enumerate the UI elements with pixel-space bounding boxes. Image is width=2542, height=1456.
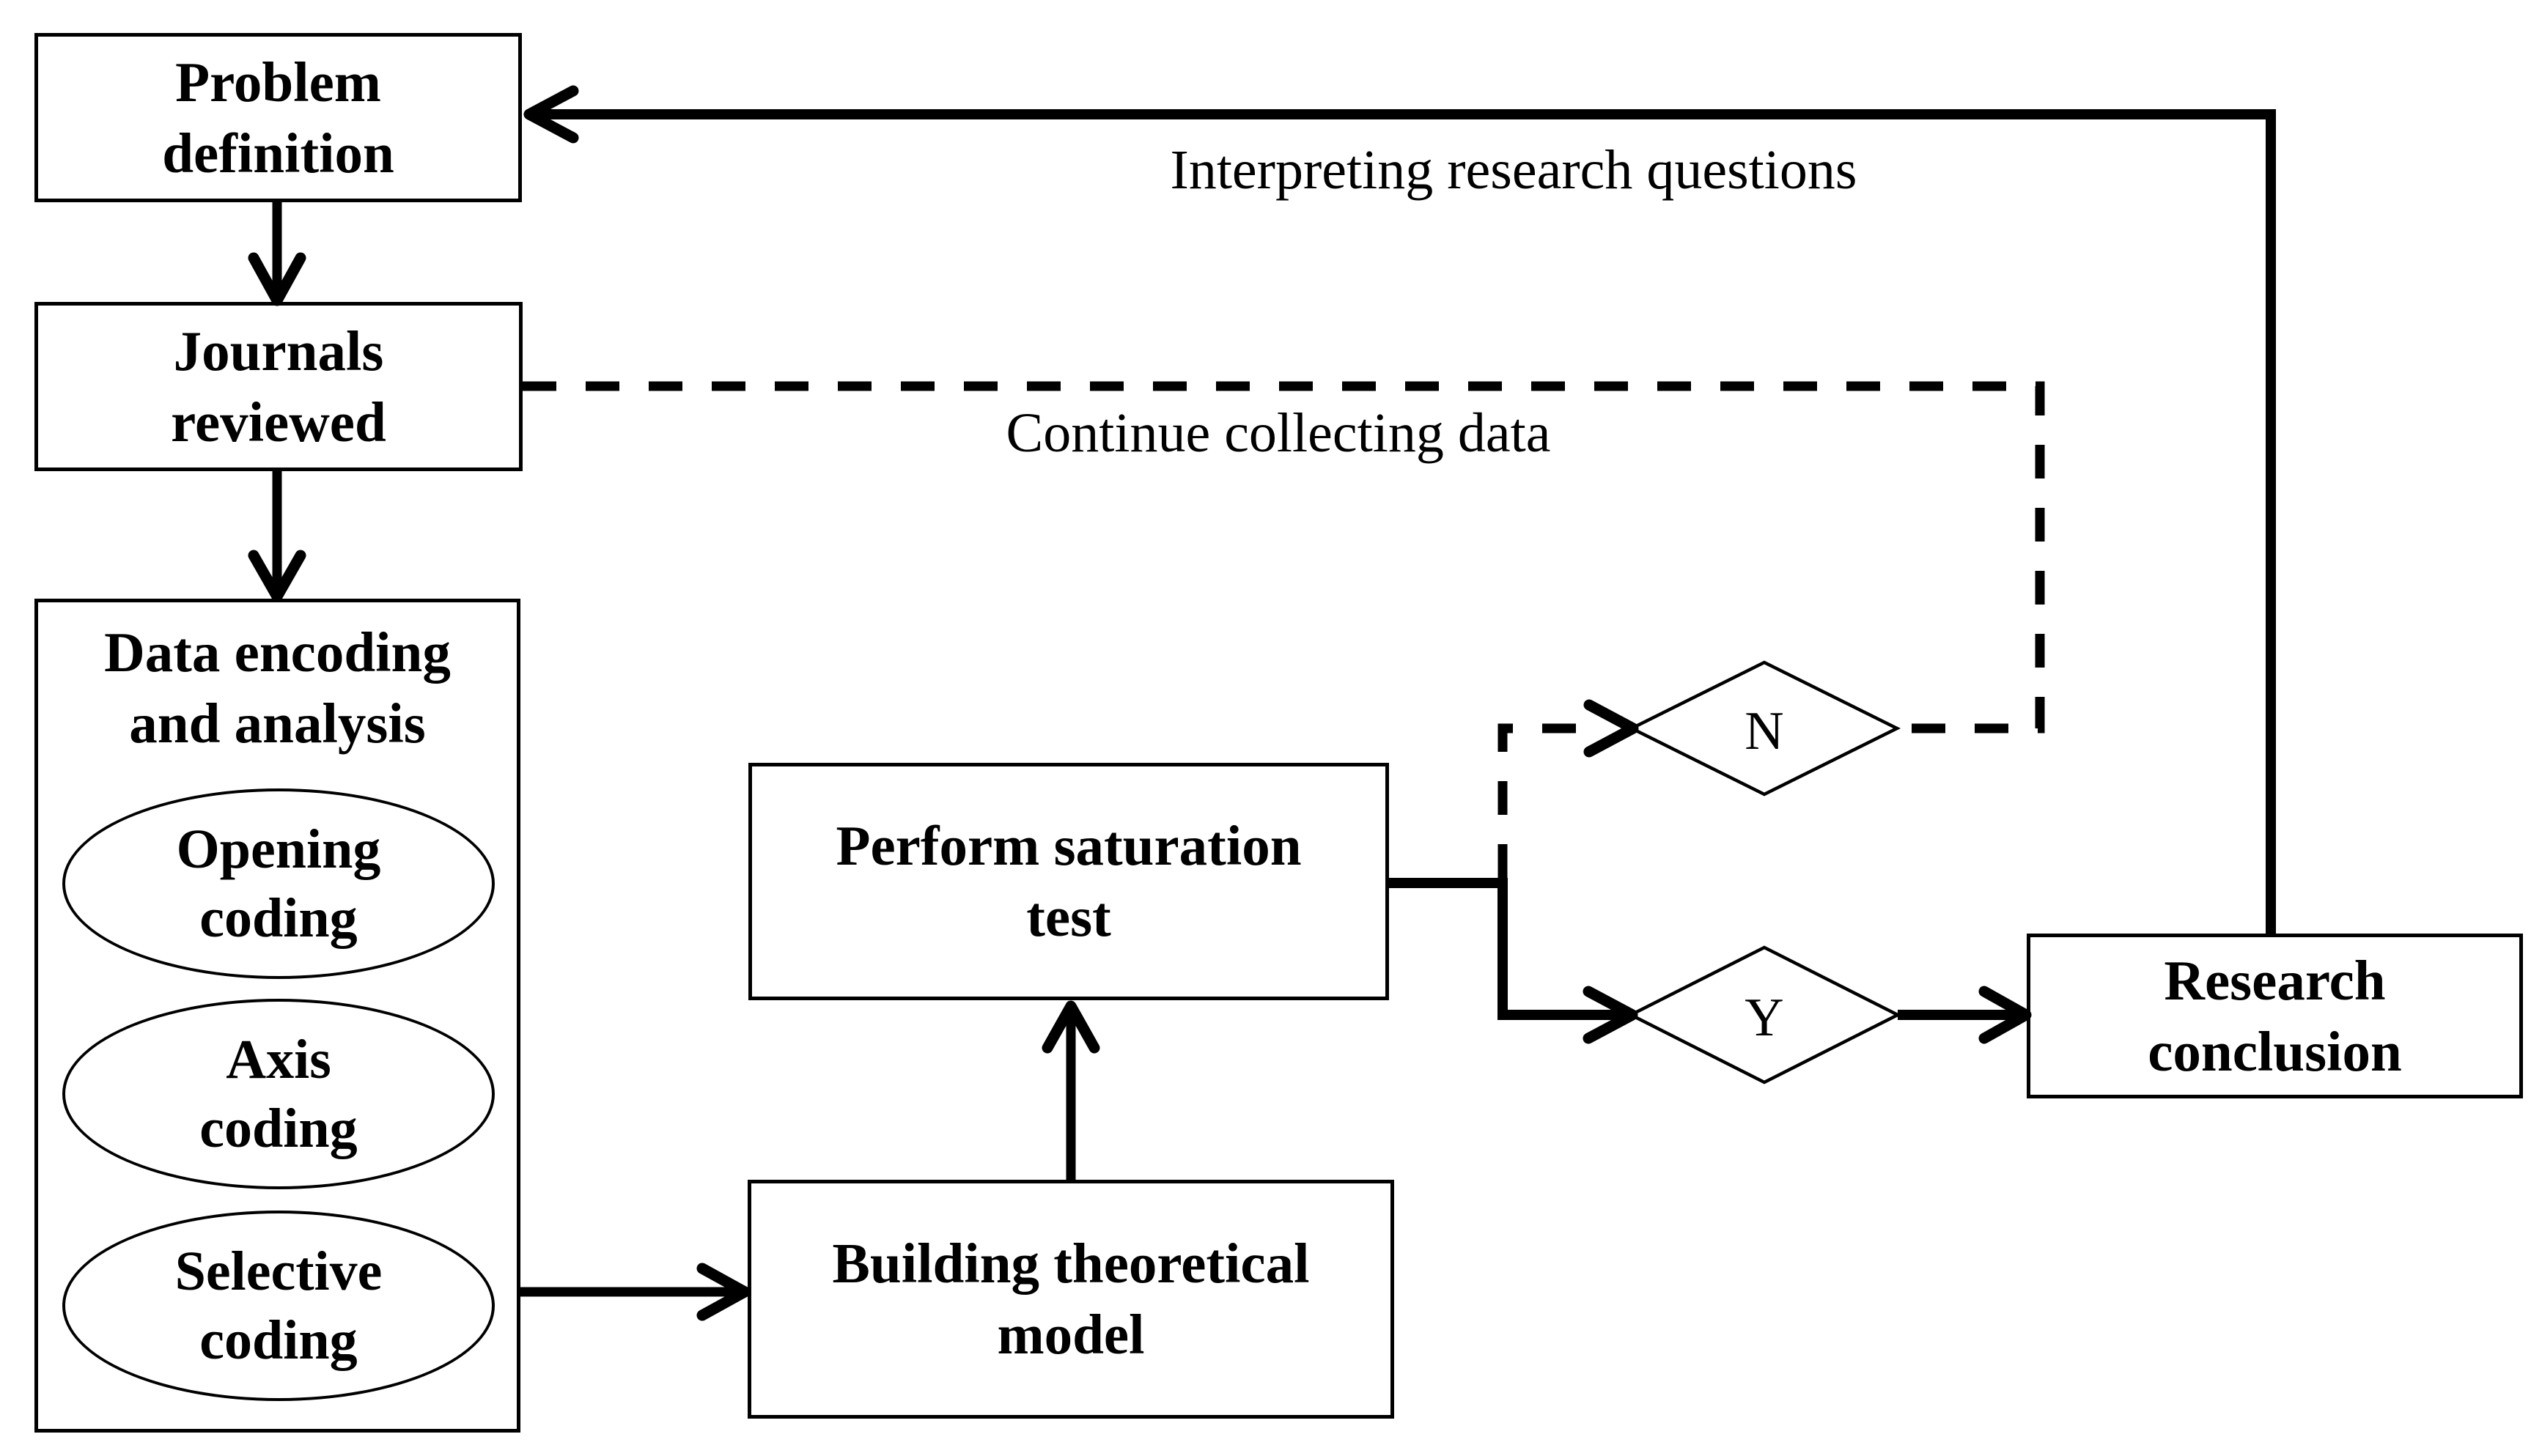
data-encoding-title-line1: Data encoding (104, 621, 451, 684)
arrowhead-right-into-decision-y (1583, 986, 1638, 1044)
building-model-label-line1: Building theoretical (832, 1232, 1310, 1295)
journals-reviewed-label-line1: Journals (173, 319, 384, 383)
saturation-test-label-line2: test (1026, 885, 1111, 948)
building-theoretical-model-box: Building theoretical model (748, 1180, 1394, 1419)
journals-reviewed-label-line2: reviewed (171, 390, 386, 454)
research-conclusion-label-line2: conclusion (2148, 1019, 2402, 1083)
edge-label-continue-collecting-data: Continue collecting data (1006, 402, 1551, 464)
selective-coding-ellipse: Selective coding (62, 1211, 495, 1401)
arrowhead-down-into-data-encoding (248, 550, 306, 602)
arrowhead-right-into-decision-n (1583, 699, 1639, 758)
data-encoding-analysis-title: Data encoding and analysis (38, 617, 517, 759)
opening-coding-ellipse: Opening coding (62, 788, 495, 979)
arrowhead-left-into-problem-definition (523, 85, 579, 144)
decision-n-label: N (1745, 701, 1784, 761)
arrowhead-down-into-journals (248, 252, 306, 306)
problem-definition-box: Problem definition (34, 33, 522, 202)
saturation-test-label-line1: Perform saturation (836, 814, 1302, 877)
research-conclusion-box: Research conclusion (2027, 934, 2523, 1098)
data-encoding-title-line2: and analysis (129, 692, 426, 755)
arrowhead-right-into-research-conclusion (1978, 986, 2032, 1044)
edge-label-interpreting-research-questions: Interpreting research questions (1170, 139, 1857, 201)
selective-coding-label-line2: coding (199, 1309, 358, 1371)
opening-coding-label-line2: coding (199, 887, 358, 949)
opening-coding-label-line1: Opening (176, 818, 381, 880)
building-model-label-line2: model (997, 1303, 1145, 1366)
axis-coding-ellipse: Axis coding (62, 999, 495, 1189)
research-conclusion-label-line1: Research (2164, 948, 2386, 1012)
perform-saturation-test-box: Perform saturation test (748, 763, 1389, 1000)
arrowhead-right-into-building-model (696, 1263, 751, 1321)
selective-coding-label-line1: Selective (174, 1241, 383, 1302)
problem-definition-label-line1: Problem (175, 50, 381, 114)
arrowhead-up-into-saturation-test (1042, 1000, 1100, 1054)
journals-reviewed-box: Journals reviewed (34, 302, 523, 471)
axis-coding-label-line2: coding (199, 1098, 358, 1159)
arrow-saturation-test-to-decision-y (1389, 878, 1621, 1020)
axis-coding-label-line1: Axis (226, 1029, 331, 1090)
decision-y-label: Y (1745, 988, 1784, 1048)
problem-definition-label-line2: definition (162, 121, 394, 185)
dashed-line-saturation-junction-to-decision-n (1497, 723, 1583, 878)
